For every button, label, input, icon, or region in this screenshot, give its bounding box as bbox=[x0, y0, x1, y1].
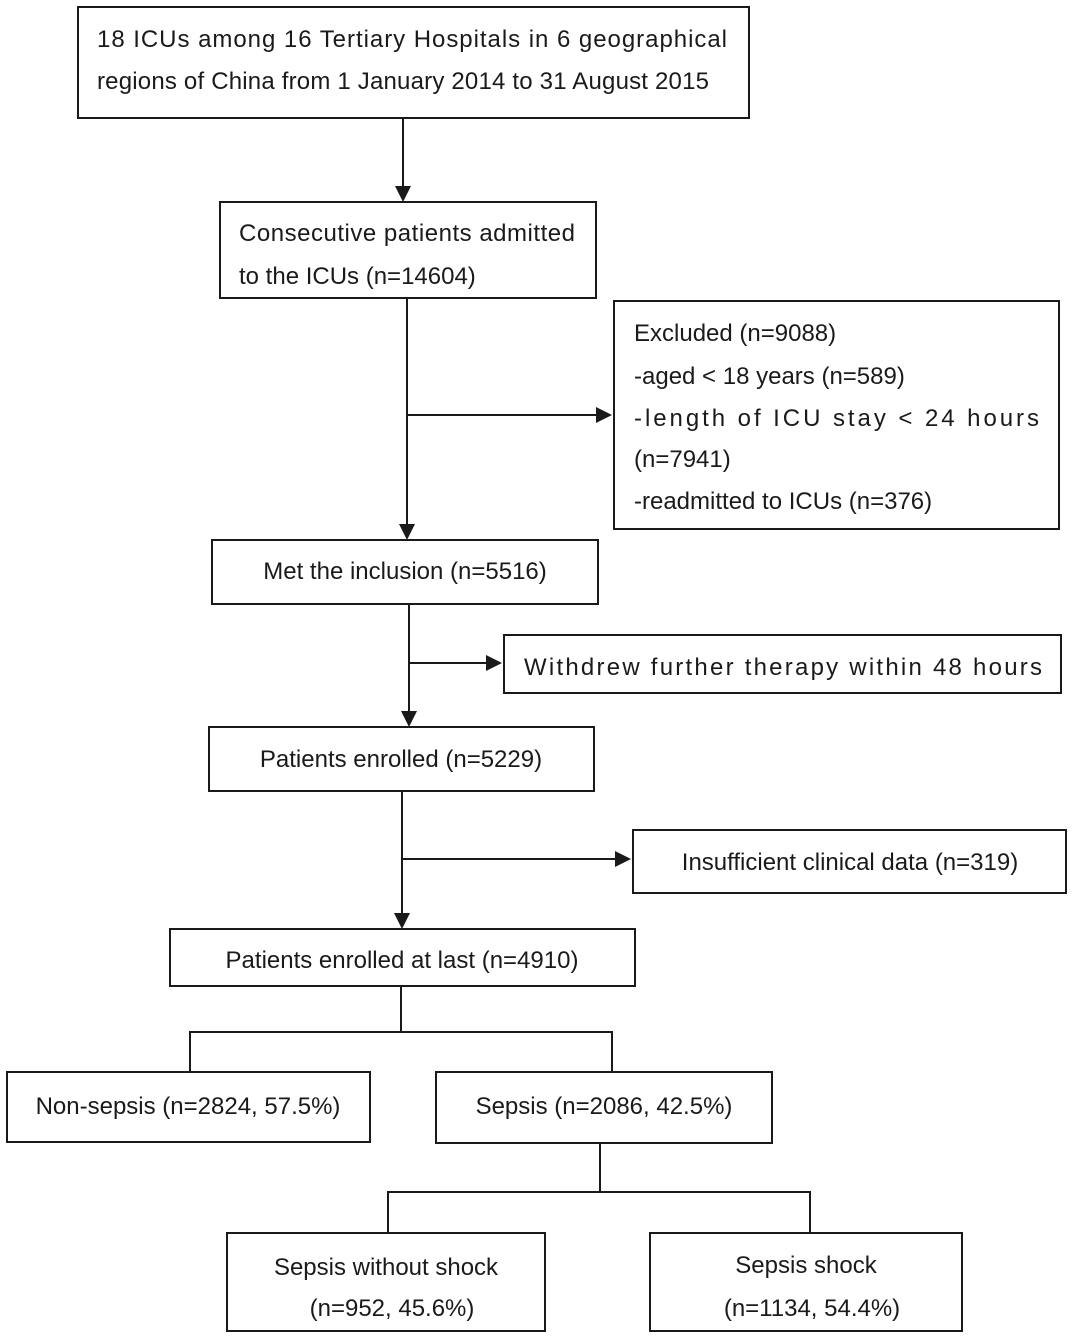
non-sepsis-box: Non-sepsis (n=2824, 57.5%) bbox=[6, 1071, 371, 1143]
excluded-length-line-2: (n=7941) bbox=[634, 446, 731, 473]
excluded-aged: -aged < 18 years (n=589) bbox=[634, 363, 905, 390]
sepsis-label: Sepsis (n=2086, 42.5%) bbox=[476, 1093, 733, 1120]
excluded-box-frame bbox=[613, 300, 1060, 530]
sepsis-box-frame bbox=[435, 1071, 773, 1144]
sepsis-without-shock-box: Sepsis without shock (n=952, 45.6%) bbox=[226, 1232, 546, 1332]
source-line-2: regions of China from 1 January 2014 to … bbox=[97, 68, 709, 95]
sepsis-box: Sepsis (n=2086, 42.5%) bbox=[435, 1071, 773, 1144]
source-box-frame bbox=[77, 6, 750, 119]
sepsis-shock-box: Sepsis shock (n=1134, 54.4%) bbox=[649, 1232, 963, 1332]
enrolled-label: Patients enrolled (n=5229) bbox=[260, 746, 542, 773]
arrowhead-inclusion bbox=[399, 524, 415, 540]
excluded-length-line-1: -length of ICU stay < 24 hours bbox=[634, 405, 1039, 432]
arrowhead-insufficient bbox=[615, 851, 631, 867]
arrowhead-enrolled-last bbox=[394, 913, 410, 929]
source-line-1: 18 ICUs among 16 Tertiary Hospitals in 6… bbox=[97, 26, 727, 53]
enrolled-last-box-frame bbox=[169, 928, 636, 987]
enrolled-box: Patients enrolled (n=5229) bbox=[208, 726, 595, 792]
withdrew-box-frame bbox=[503, 634, 1062, 694]
arrowhead-withdrew bbox=[486, 655, 502, 671]
enrolled-last-label: Patients enrolled at last (n=4910) bbox=[226, 947, 579, 974]
insufficient-label: Insufficient clinical data (n=319) bbox=[682, 849, 1018, 876]
sepsis-without-shock-box-frame bbox=[226, 1232, 546, 1332]
arrowhead-admitted bbox=[395, 186, 411, 202]
non-sepsis-label: Non-sepsis (n=2824, 57.5%) bbox=[36, 1093, 341, 1120]
insufficient-box-frame bbox=[632, 829, 1067, 894]
non-sepsis-box-frame bbox=[6, 1071, 371, 1143]
excluded-readmitted: -readmitted to ICUs (n=376) bbox=[634, 488, 932, 515]
connector-split-bar bbox=[189, 1031, 613, 1072]
enrolled-last-box: Patients enrolled at last (n=4910) bbox=[169, 928, 636, 987]
inclusion-box-frame bbox=[211, 539, 599, 605]
arrowhead-excluded bbox=[596, 407, 612, 423]
admitted-line-2: to the ICUs (n=14604) bbox=[239, 263, 476, 290]
admitted-box: Consecutive patients admitted to the ICU… bbox=[219, 201, 597, 299]
sepsis-shock-box-frame bbox=[649, 1232, 963, 1332]
withdrew-box: Withdrew further therapy within 48 hours bbox=[503, 634, 1062, 694]
source-box: 18 ICUs among 16 Tertiary Hospitals in 6… bbox=[77, 6, 750, 119]
admitted-box-frame bbox=[219, 201, 597, 299]
arrowhead-enrolled bbox=[401, 711, 417, 727]
insufficient-box: Insufficient clinical data (n=319) bbox=[632, 829, 1067, 894]
admitted-line-1: Consecutive patients admitted bbox=[239, 220, 575, 247]
sepsis-without-shock-line-1: Sepsis without shock bbox=[274, 1254, 499, 1281]
sepsis-without-shock-line-2: (n=952, 45.6%) bbox=[310, 1295, 475, 1322]
sepsis-shock-line-2: (n=1134, 54.4%) bbox=[724, 1295, 900, 1322]
connector-sepsis-bar bbox=[387, 1191, 811, 1233]
excluded-box: Excluded (n=9088) -aged < 18 years (n=58… bbox=[613, 300, 1060, 530]
inclusion-box: Met the inclusion (n=5516) bbox=[211, 539, 599, 605]
excluded-title: Excluded (n=9088) bbox=[634, 320, 836, 347]
sepsis-shock-line-1: Sepsis shock bbox=[735, 1252, 877, 1279]
inclusion-label: Met the inclusion (n=5516) bbox=[263, 558, 547, 585]
